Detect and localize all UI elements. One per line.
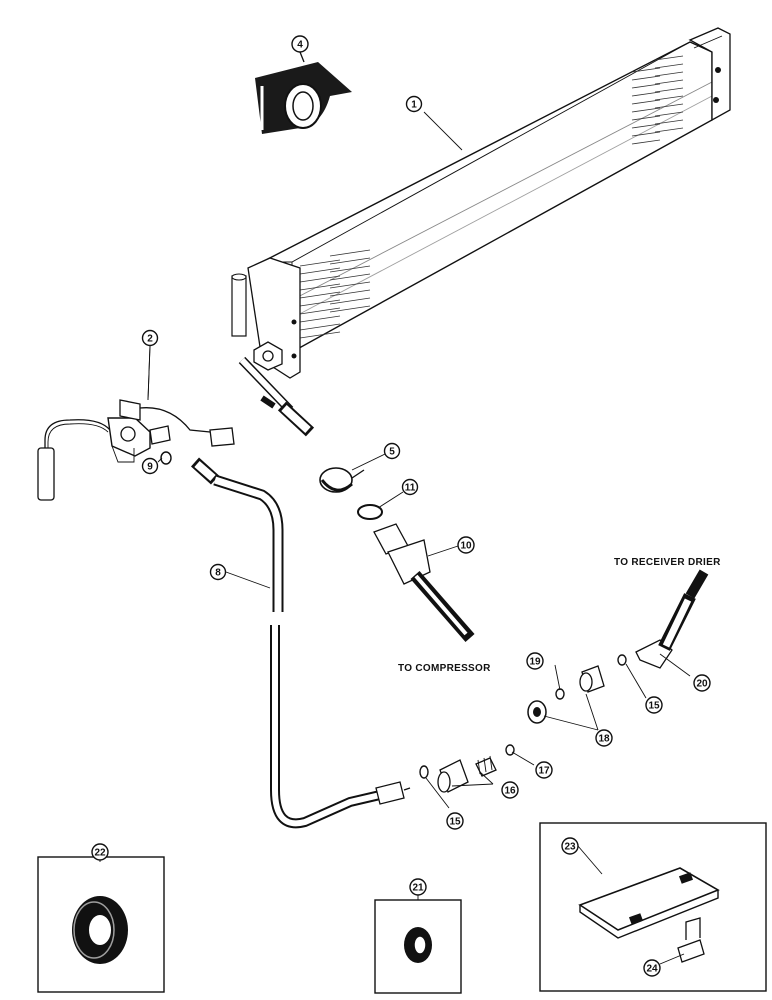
svg-text:15: 15 [648,701,660,712]
hose-line-8-part [190,457,411,829]
svg-text:23: 23 [564,842,576,853]
callout-15a: 15 [446,812,464,830]
callout-22: 22 [91,843,109,861]
leader-lines [99,51,691,965]
o-ring-9-part [160,451,172,465]
callout-23: 23 [561,837,579,855]
callout-17: 17 [535,761,553,779]
svg-text:5: 5 [389,447,395,458]
o-ring-11-part [357,504,383,520]
svg-text:20: 20 [696,679,708,690]
svg-text:24: 24 [646,964,658,975]
callout-4: 4 [291,35,309,53]
svg-text:17: 17 [538,766,550,777]
callout-11: 11 [401,478,419,496]
svg-text:8: 8 [215,568,221,579]
tape-roll-part [255,62,352,134]
svg-text:16: 16 [504,786,516,797]
nut-18-part [527,665,605,724]
callout-19: 19 [526,652,544,670]
callout-1: 1 [405,95,423,113]
o-ring-17-part [505,744,515,756]
suction-hose-10-part [373,523,475,642]
callout-10: 10 [457,536,475,554]
svg-text:2: 2 [147,334,153,345]
o-ring-15b-part [617,654,627,666]
receiver-hose-20-part [635,569,709,669]
svg-text:18: 18 [598,734,610,745]
callout-8: 8 [209,563,227,581]
expansion-valve-part [37,344,235,501]
svg-text:11: 11 [405,483,416,494]
inset-box-21 [374,899,462,994]
svg-text:15: 15 [449,817,461,828]
svg-text:10: 10 [460,541,472,552]
to-receiver-drier-label: TO RECEIVER DRIER [614,557,721,568]
callout-9: 9 [141,457,159,475]
callout-24: 24 [643,959,661,977]
inset-box-22 [37,856,165,993]
o-ring-19-part [555,688,565,700]
svg-text:22: 22 [94,848,106,859]
svg-text:19: 19 [529,657,541,668]
callout-21: 21 [409,878,427,896]
svg-text:9: 9 [147,462,153,473]
callout-18: 18 [595,729,613,747]
evaporator-core-part [231,27,731,437]
fitting-16-part [437,755,497,793]
callout-15b: 15 [645,696,663,714]
callout-16: 16 [501,781,519,799]
svg-text:1: 1 [411,100,417,111]
clamp-5-part [319,467,365,493]
o-ring-15a-part [419,765,429,779]
inset-box-23 [539,822,767,992]
svg-text:4: 4 [297,40,303,51]
svg-text:21: 21 [412,883,424,894]
callout-2: 2 [141,329,159,347]
callout-20: 20 [693,674,711,692]
to-compressor-label: TO COMPRESSOR [398,663,491,674]
callout-5: 5 [383,442,401,460]
